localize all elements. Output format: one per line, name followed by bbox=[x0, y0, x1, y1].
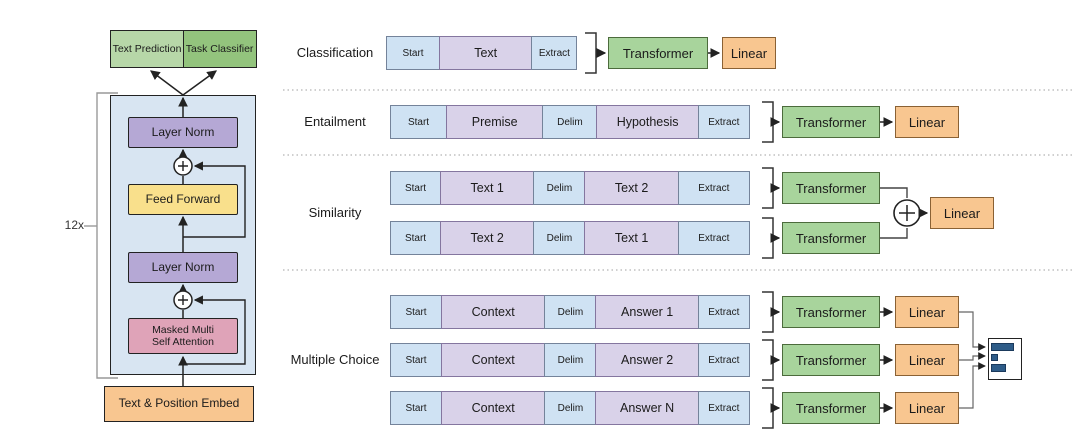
token-start: Start bbox=[390, 105, 447, 139]
token-extract: Extract bbox=[677, 171, 750, 205]
token-start: Start bbox=[390, 295, 442, 329]
similarity-merge bbox=[880, 187, 929, 239]
layer-norm-bottom-box: Layer Norm bbox=[128, 252, 238, 283]
classification-label: Classification bbox=[296, 45, 374, 60]
feed-forward-box: Feed Forward bbox=[128, 184, 238, 215]
layer-norm-bottom-label: Layer Norm bbox=[151, 259, 215, 274]
similarity-token-sequence-1: Start Text 1 Delim Text 2 Extract bbox=[390, 171, 750, 205]
mc-output-bar-3 bbox=[991, 364, 1006, 372]
entailment-linear-box: Linear bbox=[895, 106, 959, 138]
masked-attention-line1: Masked Multi bbox=[152, 323, 214, 336]
token-premise: Premise bbox=[445, 105, 544, 139]
token-text-2: Text 2 bbox=[584, 171, 680, 205]
token-text-1: Text 1 bbox=[439, 171, 535, 205]
multiple-choice-label: Multiple Choice bbox=[290, 352, 380, 367]
token-start: Start bbox=[386, 36, 440, 70]
token-start: Start bbox=[390, 391, 442, 425]
token-text-1: Text 1 bbox=[584, 221, 680, 255]
token-context: Context bbox=[440, 343, 546, 377]
token-extract: Extract bbox=[697, 295, 750, 329]
token-context: Context bbox=[440, 391, 546, 425]
entailment-label: Entailment bbox=[304, 114, 366, 129]
token-start: Start bbox=[390, 343, 442, 377]
multiple-choice-transformer-box-1: Transformer bbox=[782, 296, 880, 328]
token-start: Start bbox=[390, 171, 441, 205]
embedding-label: Text & Position Embed bbox=[118, 396, 240, 411]
token-delim: Delim bbox=[533, 171, 586, 205]
token-delim: Delim bbox=[544, 295, 597, 329]
token-extract: Extract bbox=[697, 343, 750, 377]
token-answer-n: Answer N bbox=[595, 391, 700, 425]
task-classifier-label: Task Classifier bbox=[185, 42, 254, 55]
similarity-label: Similarity bbox=[308, 205, 362, 220]
similarity-transformer-box-2: Transformer bbox=[782, 222, 880, 254]
choice-converge-connectors bbox=[959, 311, 986, 409]
token-extract: Extract bbox=[531, 36, 578, 70]
similarity-linear-box: Linear bbox=[930, 197, 994, 229]
token-delim: Delim bbox=[533, 221, 586, 255]
mc-output-bar-2 bbox=[991, 354, 998, 361]
token-answer-2: Answer 2 bbox=[595, 343, 700, 377]
multiple-choice-token-sequence-2: Start Context Delim Answer 2 Extract bbox=[390, 343, 750, 377]
token-delim: Delim bbox=[542, 105, 598, 139]
token-text-2: Text 2 bbox=[439, 221, 535, 255]
repeat-count-label: 12x bbox=[64, 218, 84, 232]
layer-norm-top-box: Layer Norm bbox=[128, 117, 238, 148]
feed-forward-label: Feed Forward bbox=[145, 191, 221, 206]
multiple-choice-linear-box-3: Linear bbox=[895, 392, 959, 424]
token-delim: Delim bbox=[544, 391, 597, 425]
classification-transformer-box: Transformer bbox=[608, 37, 708, 69]
multiple-choice-transformer-box-2: Transformer bbox=[782, 344, 880, 376]
entailment-token-sequence: Start Premise Delim Hypothesis Extract bbox=[390, 105, 750, 139]
text-prediction-label: Text Prediction bbox=[112, 42, 182, 55]
embedding-box: Text & Position Embed bbox=[104, 386, 254, 422]
token-context: Context bbox=[440, 295, 546, 329]
masked-attention-box: Masked Multi Self Attention bbox=[128, 318, 238, 354]
sum-icon bbox=[893, 199, 921, 227]
token-start: Start bbox=[390, 221, 441, 255]
layer-norm-top-label: Layer Norm bbox=[151, 124, 215, 139]
classification-linear-box: Linear bbox=[722, 37, 776, 69]
multiple-choice-token-sequence-1: Start Context Delim Answer 1 Extract bbox=[390, 295, 750, 329]
token-delim: Delim bbox=[544, 343, 597, 377]
token-answer-1: Answer 1 bbox=[595, 295, 700, 329]
similarity-transformer-box-1: Transformer bbox=[782, 172, 880, 204]
token-extract: Extract bbox=[697, 391, 750, 425]
token-extract: Extract bbox=[677, 221, 750, 255]
token-extract: Extract bbox=[697, 105, 750, 139]
entailment-transformer-box: Transformer bbox=[782, 106, 880, 138]
similarity-token-sequence-2: Start Text 2 Delim Text 1 Extract bbox=[390, 221, 750, 255]
masked-attention-line2: Self Attention bbox=[152, 336, 214, 348]
classification-token-sequence: Start Text Extract bbox=[386, 36, 578, 70]
token-text: Text bbox=[438, 36, 533, 70]
multiple-choice-token-sequence-3: Start Context Delim Answer N Extract bbox=[390, 391, 750, 425]
token-hypothesis: Hypothesis bbox=[596, 105, 700, 139]
text-prediction-box: Text Prediction bbox=[110, 30, 184, 68]
multiple-choice-linear-box-2: Linear bbox=[895, 344, 959, 376]
task-classifier-box: Task Classifier bbox=[182, 30, 257, 68]
multiple-choice-linear-box-1: Linear bbox=[895, 296, 959, 328]
multiple-choice-transformer-box-3: Transformer bbox=[782, 392, 880, 424]
mc-output-bar-1 bbox=[991, 343, 1014, 351]
